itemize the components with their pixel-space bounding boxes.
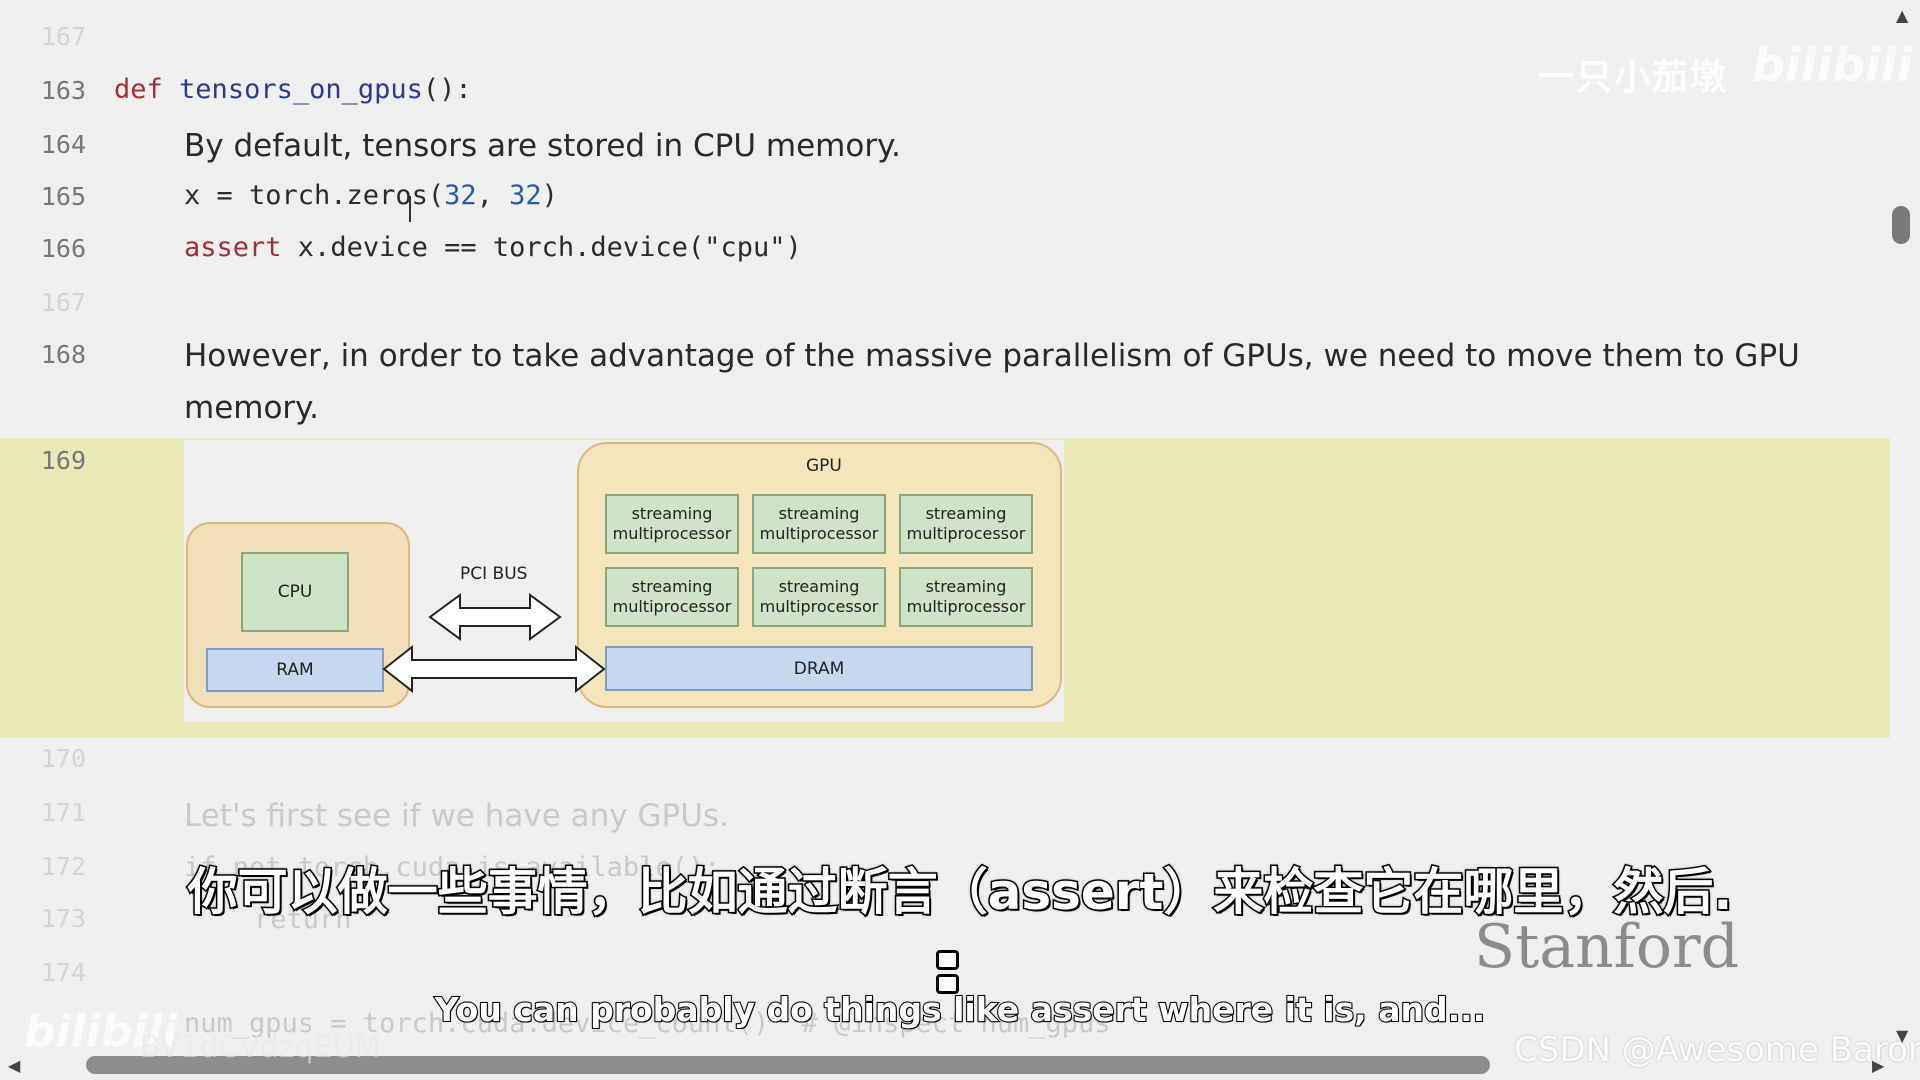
sm-label: streaming xyxy=(778,504,860,523)
scroll-right-arrow-icon[interactable]: ▶ xyxy=(1872,1056,1885,1075)
line-number: 172 xyxy=(40,852,86,881)
code-line-165: x = torch.zeros(32, 32) xyxy=(184,180,558,211)
prose-line-168-cont: memory. xyxy=(184,390,319,426)
sm-label: multiprocessor xyxy=(612,524,732,543)
code-line-175: num_gpus = torch.cuda.device_count() # @… xyxy=(184,1008,1111,1039)
video-id-watermark: BV1dCVdzqEUM xyxy=(140,1030,381,1065)
stanford-logo: Stanford xyxy=(1474,912,1740,982)
scroll-up-arrow-icon[interactable]: ▲ xyxy=(1896,6,1909,25)
def-keyword: def xyxy=(114,74,163,105)
ram-dram-arrow-icon xyxy=(382,644,606,694)
sm-label: multiprocessor xyxy=(906,597,1026,616)
pci-bus-label: PCI BUS xyxy=(460,564,528,584)
scroll-down-arrow-icon[interactable]: ▼ xyxy=(1896,1026,1909,1045)
line-number: 169 xyxy=(40,446,86,475)
code-line-def: def tensors_on_gpus(): xyxy=(114,74,472,105)
sm-label: multiprocessor xyxy=(759,524,879,543)
sm-label: streaming xyxy=(631,504,713,523)
sm-label: streaming xyxy=(778,577,860,596)
ram-box: RAM xyxy=(206,648,384,692)
sm-label: multiprocessor xyxy=(906,524,1026,543)
line-number: 168 xyxy=(40,340,86,369)
subtitle-separator-icon xyxy=(936,950,980,994)
code-line-166: assert x.device == torch.device("cpu") xyxy=(184,232,802,263)
line-number: 173 xyxy=(40,904,86,933)
bilibili-logo-icon: bilibili xyxy=(1752,38,1913,92)
scroll-left-arrow-icon[interactable]: ◀ xyxy=(8,1056,21,1075)
line-number: 167 xyxy=(40,288,86,317)
horizontal-scrollbar-thumb[interactable] xyxy=(86,1056,1490,1074)
sm-label: streaming xyxy=(631,577,713,596)
line-number: 170 xyxy=(40,744,86,773)
text-cursor-icon xyxy=(409,196,411,222)
subtitle-english: You can probably do things like assert w… xyxy=(434,989,1486,1030)
line-number: 171 xyxy=(40,798,86,827)
line-number: 167 xyxy=(40,22,86,51)
sm-label: multiprocessor xyxy=(759,597,879,616)
channel-watermark: 一只小茄墩 xyxy=(1538,57,1729,98)
code-text: x = torch.zeros( xyxy=(184,180,445,211)
pci-double-arrow-icon xyxy=(428,593,562,641)
code-text: x.device == torch.device("cpu") xyxy=(281,232,802,263)
line-number: 165 xyxy=(40,182,86,211)
prose-line-171: Let's first see if we have any GPUs. xyxy=(184,798,729,834)
sm-label: streaming xyxy=(925,577,1007,596)
number-literal: 32 xyxy=(509,180,542,211)
sm-label: streaming xyxy=(925,504,1007,523)
sm-label: multiprocessor xyxy=(612,597,732,616)
csdn-watermark: CSDN @Awesome Baron xyxy=(1514,1030,1920,1070)
prose-line-168: However, in order to take advantage of t… xyxy=(184,338,1800,374)
assert-keyword: assert xyxy=(184,232,282,263)
line-number: 174 xyxy=(40,958,86,987)
dram-box: DRAM xyxy=(605,646,1033,691)
subtitle-chinese: 你可以做一些事情，比如通过断言（assert）来检查它在哪里，然后. xyxy=(186,862,1734,923)
code-line-172: if not torch.cuda.is_available(): xyxy=(184,852,721,883)
line-number: 164 xyxy=(40,130,86,159)
gpu-label: GPU xyxy=(806,456,842,476)
code-text: ) xyxy=(541,180,558,211)
number-literal: 32 xyxy=(444,180,477,211)
line-number: 166 xyxy=(40,234,86,263)
code-text: , xyxy=(476,180,510,211)
def-tail: (): xyxy=(422,74,472,105)
cpu-box: CPU xyxy=(241,552,349,632)
pci-bus-arrows xyxy=(382,593,606,694)
function-name: tensors_on_gpus xyxy=(179,74,423,105)
bilibili-watermark-icon: bilibili xyxy=(24,1006,178,1057)
code-line-173: return xyxy=(254,904,352,935)
prose-line-164: By default, tensors are stored in CPU me… xyxy=(184,128,901,164)
vertical-scrollbar-thumb[interactable] xyxy=(1892,206,1910,244)
line-number: 163 xyxy=(40,76,86,105)
